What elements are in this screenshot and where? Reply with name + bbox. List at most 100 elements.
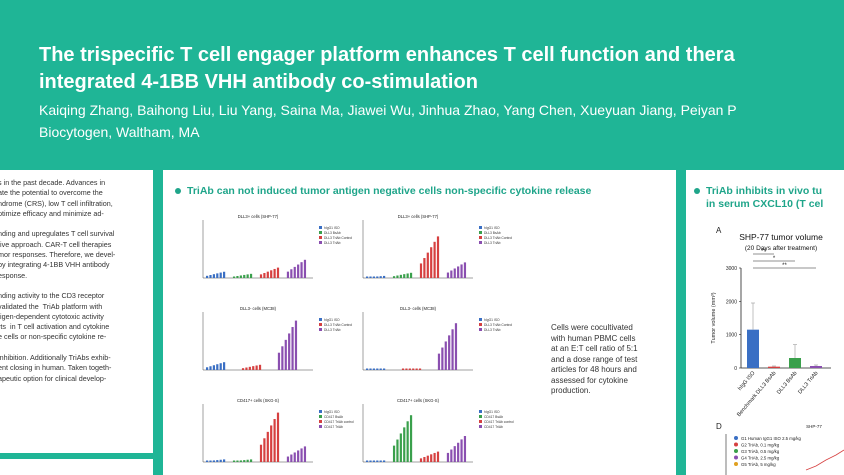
bar [747, 329, 759, 368]
bar [369, 276, 372, 278]
bar [291, 327, 294, 370]
intro-line: ndrome (CRS), low T cell infiltration, [0, 198, 113, 208]
legend-swatch [319, 226, 322, 229]
caption-line: production. [551, 386, 591, 395]
bar [223, 459, 226, 462]
bar [288, 333, 291, 370]
legend-swatch [479, 226, 482, 229]
legend-marker [734, 436, 738, 440]
bar [239, 460, 242, 462]
bar [246, 274, 249, 278]
bar [243, 460, 246, 462]
legend-label: G4 TriAb, 2.5 mg/kg [741, 456, 780, 461]
section-heading-text: TriAb can not induced tumor antigen nega… [187, 185, 592, 197]
bar [408, 368, 411, 370]
bar [294, 320, 298, 370]
bar [206, 460, 209, 462]
bar [259, 444, 263, 462]
legend-label: CD417 BsAb [484, 415, 503, 419]
bar [270, 425, 273, 462]
legend-label: CD417 BsAb [324, 415, 343, 419]
bar [252, 366, 255, 370]
legend-swatch [319, 420, 322, 423]
bar [303, 259, 307, 278]
bullet-icon [175, 188, 181, 194]
bar [286, 456, 290, 462]
intro-line: nding and upregulates T cell survival [0, 229, 115, 239]
bar [276, 412, 280, 462]
affiliation: Biocytogen, Waltham, MA [39, 124, 200, 140]
title-line-2: integrated 4-1BB VHH antibody co-stimula… [39, 71, 478, 93]
bar [399, 433, 402, 462]
legend-label: hIgG1 ISO [484, 226, 500, 230]
legend-label: G5 TriAb, 5 mg/kg [741, 462, 776, 467]
bar [290, 454, 293, 462]
bar [810, 366, 822, 368]
y-tick-label: 2000 [726, 299, 737, 305]
bar [249, 273, 253, 278]
legend-swatch [479, 241, 482, 244]
legend-label: CD417 TriAb [484, 425, 503, 429]
legend-swatch [479, 231, 482, 234]
intro-line [0, 281, 148, 291]
bar [297, 450, 300, 462]
poster-header: The trispecific T cell engager platform … [0, 0, 844, 160]
legend-swatch [319, 236, 322, 239]
bar [789, 358, 801, 368]
bar [263, 273, 266, 278]
legend-label: G3 TriAb, 0.5 mg/kg [741, 449, 780, 454]
legend-swatch [479, 425, 482, 428]
legend-label: DLL3 TriAb [484, 328, 501, 332]
title-line-1: The trispecific T cell engager platform … [39, 44, 735, 66]
mini-chart-title: DLL3+ cells (SHP-77) [398, 214, 439, 219]
bar [266, 431, 269, 462]
legend-marker [734, 442, 738, 447]
significance-label: ** [782, 263, 787, 269]
bar [406, 421, 409, 462]
legend-label: hIgG1 ISO [324, 226, 340, 230]
bar [403, 427, 406, 462]
mini-chart-title: CD417+ cells (SKG-S) [397, 398, 440, 403]
legend-swatch [319, 241, 322, 244]
bar [206, 275, 209, 278]
intro-line: by integrating 4-1BB VHH antibody [0, 260, 110, 270]
method-caption: Cells were cocultivated with human PBMC … [551, 323, 671, 397]
panel-a-label: A [716, 226, 722, 235]
bar [405, 368, 408, 370]
legend-swatch [319, 425, 322, 428]
bar [212, 460, 215, 462]
caption-line: at an E:T cell ratio of 5:1 [551, 344, 638, 353]
bar [216, 364, 219, 370]
bar [426, 252, 429, 278]
intro-line: mor responses. Therefore, we devel- [0, 250, 116, 260]
bar [376, 368, 379, 370]
bar [369, 368, 372, 370]
caption-line: Cells were cocultivated [551, 323, 633, 332]
bar [259, 274, 263, 278]
bar [281, 346, 284, 370]
legend-label: G2 TriAb, 0.1 mg/kg [741, 443, 780, 448]
legend-swatch [479, 323, 482, 326]
bar [451, 329, 454, 370]
x-tick-label: DLL3 TriAb [797, 370, 819, 395]
legend-swatch [479, 328, 482, 331]
bar [243, 274, 246, 278]
bar [366, 276, 369, 278]
mini-chart-title: DLL3+ cells (SHP-77) [238, 214, 279, 219]
bar [236, 276, 239, 278]
bar [392, 276, 396, 278]
legend-swatch [319, 415, 322, 418]
bar [236, 460, 239, 462]
poster-title: The trispecific T cell engager platform … [39, 42, 844, 96]
bar [379, 276, 382, 278]
bar [372, 276, 375, 278]
bar [270, 270, 273, 278]
legend-label: DLL3 TriAb Control [484, 323, 512, 327]
bar [460, 439, 463, 462]
bar [460, 264, 463, 278]
bar [401, 368, 405, 370]
intro-line: rts in T cell activation and cytokine [0, 322, 110, 332]
bar [369, 460, 372, 462]
